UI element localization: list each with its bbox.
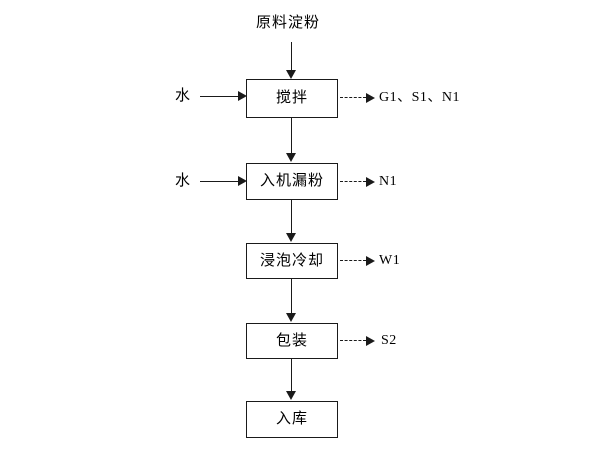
- input-label-feedstock: 原料淀粉: [256, 15, 321, 31]
- arrowhead-packaging-to-output: [366, 336, 375, 346]
- process-node-warehouse[interactable]: 入库: [246, 401, 338, 438]
- arrowhead-soakcool-to-packaging: [286, 313, 296, 322]
- arrowhead-mixing-to-output: [366, 93, 375, 103]
- connector-packaging-to-warehouse: [291, 359, 292, 393]
- input-label-water-1: 水: [175, 88, 192, 104]
- connector-water1-to-mixing: [200, 96, 240, 97]
- output-label-packaging: S2: [381, 333, 397, 348]
- output-label-soak-cool: W1: [379, 253, 401, 268]
- connector-feedstock-to-mixing: [291, 42, 292, 72]
- arrowhead-leakage-to-output: [366, 177, 375, 187]
- arrowhead-leakage-to-soakcool: [286, 233, 296, 242]
- arrowhead-feedstock-to-mixing: [286, 70, 296, 79]
- connector-soakcool-to-packaging: [291, 279, 292, 314]
- arrowhead-water1-to-mixing: [238, 91, 247, 101]
- process-node-leakage[interactable]: 入机漏粉: [246, 163, 338, 200]
- connector-water2-to-leakage: [200, 181, 240, 182]
- connector-mixing-to-leakage: [291, 118, 292, 155]
- process-node-soak-cool[interactable]: 浸泡冷却: [246, 243, 338, 279]
- connector-leakage-to-soakcool: [291, 200, 292, 235]
- process-node-packaging[interactable]: 包装: [246, 323, 338, 359]
- process-node-mixing[interactable]: 搅拌: [246, 79, 338, 118]
- arrowhead-packaging-to-warehouse: [286, 391, 296, 400]
- connector-packaging-to-output: [340, 340, 366, 341]
- connector-leakage-to-output: [340, 181, 366, 182]
- input-label-water-2: 水: [175, 173, 192, 189]
- connector-mixing-to-output: [340, 97, 366, 98]
- arrowhead-mixing-to-leakage: [286, 153, 296, 162]
- arrowhead-soakcool-to-output: [366, 256, 375, 266]
- output-label-leakage: N1: [379, 174, 398, 189]
- connector-soakcool-to-output: [340, 260, 366, 261]
- output-label-mixing: G1、S1、N1: [379, 90, 461, 105]
- arrowhead-water2-to-leakage: [238, 176, 247, 186]
